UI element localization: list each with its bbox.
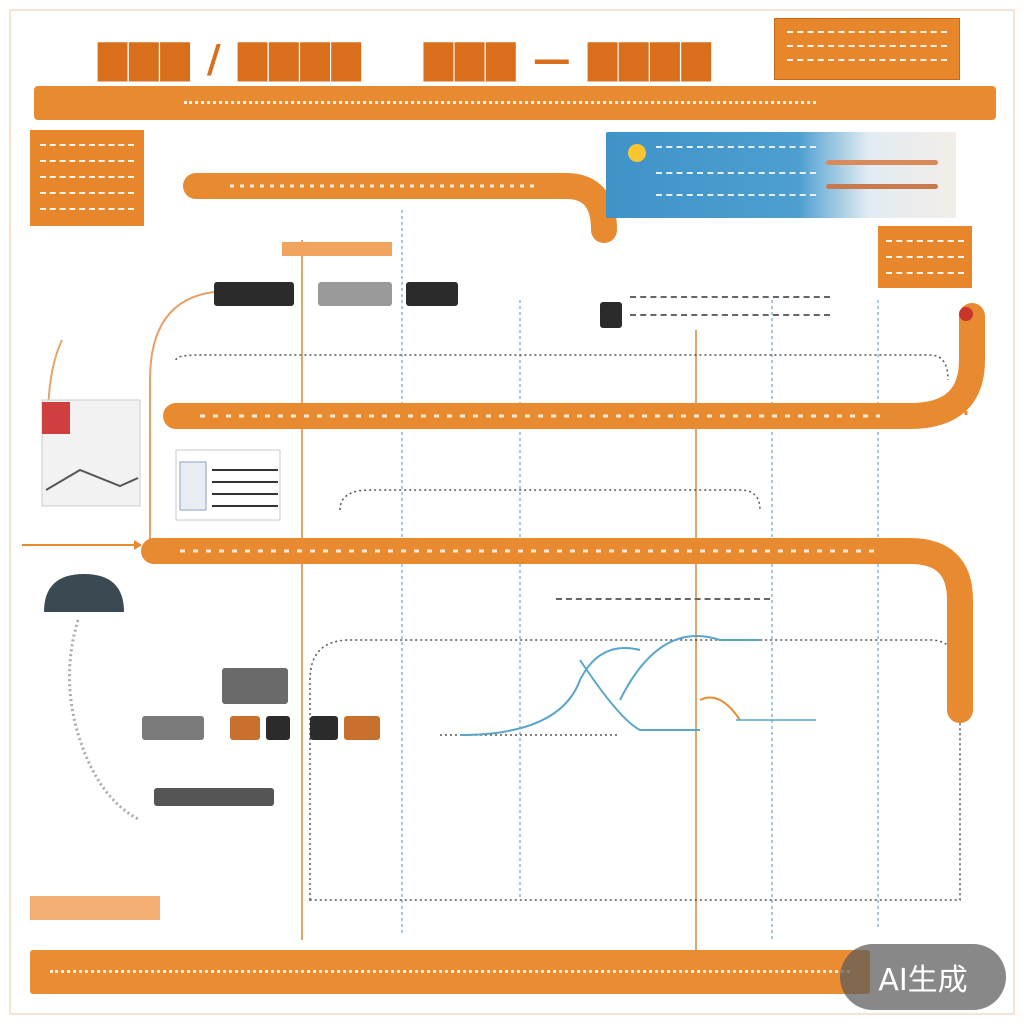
legend-line-1 <box>787 31 947 39</box>
gray-swirl <box>68 619 141 822</box>
dome-icon <box>44 574 124 612</box>
left-info-block <box>30 130 144 226</box>
right-tag-line-3 <box>886 272 964 274</box>
curved-banner-top <box>183 173 617 243</box>
right-tag-line-1 <box>886 240 964 242</box>
text-block-line-1 <box>630 296 830 306</box>
thumbnail-2 <box>318 282 392 306</box>
info-card-bar-1 <box>826 160 938 165</box>
device-icon-3 <box>266 716 290 740</box>
orange-curve <box>699 696 741 721</box>
text-block-line-2 <box>630 314 830 324</box>
lower-left-label <box>30 896 160 920</box>
info-card-line-2 <box>656 172 816 174</box>
header-bar-text <box>184 101 816 104</box>
info-card-line-1 <box>656 146 816 148</box>
page-title: ▇▇▇ / ▇▇▇▇ ▇▇▇ — ▇▇▇▇ <box>98 36 713 81</box>
text-block-icon <box>600 302 622 328</box>
left-info-line-2 <box>40 160 134 162</box>
device-icon-5 <box>344 716 380 740</box>
flow-band-1 <box>163 303 985 429</box>
arrow-icon <box>134 540 142 550</box>
machine-icon <box>222 668 288 704</box>
thumbnail-3 <box>406 282 458 306</box>
legend-box <box>774 18 960 80</box>
right-tag-line-2 <box>886 256 964 258</box>
left-info-line-3 <box>40 176 134 178</box>
flow-band-2 <box>141 538 973 723</box>
blue-curve-1 <box>459 647 641 736</box>
dotted-loop-3 <box>309 639 961 901</box>
info-card-line-3 <box>656 194 816 196</box>
left-info-line-5 <box>40 208 134 210</box>
blue-curve-3 <box>619 635 760 701</box>
legend-line-2 <box>787 45 947 53</box>
legend-line-3 <box>787 59 947 67</box>
header-bar <box>34 86 996 120</box>
thumbnail-1 <box>214 282 294 306</box>
dotted-loop-1 <box>175 354 949 381</box>
left-info-line-4 <box>40 192 134 194</box>
sun-icon <box>628 144 646 162</box>
footer-bar-text <box>50 970 850 973</box>
device-icon-1 <box>142 716 204 740</box>
pin-icon <box>959 307 973 321</box>
watermark-badge: AI生成 <box>840 944 1006 1010</box>
document-table <box>179 461 207 511</box>
footer-bar <box>30 950 870 994</box>
info-card <box>606 132 956 218</box>
device-icon-6 <box>154 788 274 806</box>
right-tag <box>878 226 972 288</box>
left-connector <box>149 291 215 560</box>
blue-curve-2 <box>579 659 700 731</box>
device-icon-4 <box>310 716 338 740</box>
portrait-red-tag <box>42 402 70 434</box>
portrait-sketch <box>45 468 139 491</box>
page-border <box>9 9 1015 1015</box>
dotted-loop-2 <box>339 489 761 511</box>
left-info-line-1 <box>40 144 134 146</box>
info-card-bar-2 <box>826 184 938 189</box>
device-icon-2 <box>230 716 260 740</box>
small-label <box>282 242 392 256</box>
center-label <box>556 598 770 608</box>
